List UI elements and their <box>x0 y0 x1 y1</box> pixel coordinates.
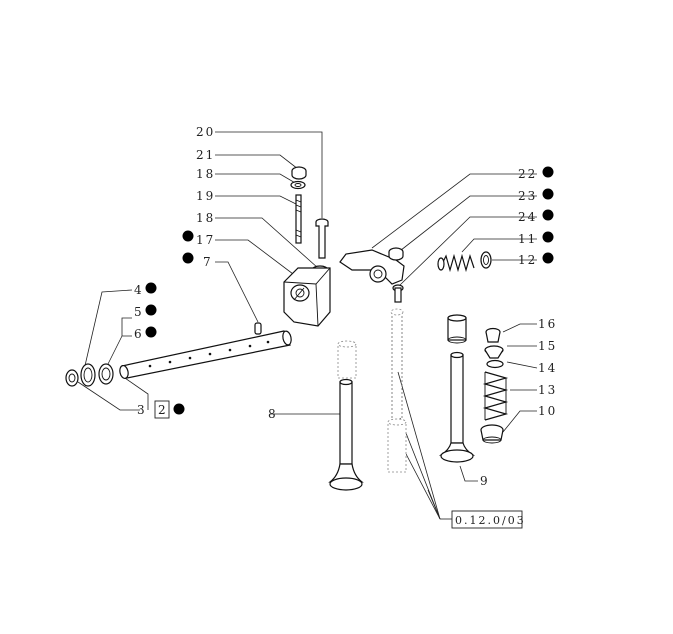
callout-6: 6 <box>134 327 144 341</box>
callout-11: 11 <box>518 232 537 246</box>
callout-21: 21 <box>196 148 215 162</box>
part-4-spring-washer <box>80 363 96 387</box>
bullet-23 <box>542 188 554 200</box>
callout-13: 13 <box>538 383 557 397</box>
part-11-spring <box>437 253 475 273</box>
part-23-nut <box>388 247 404 261</box>
part-9-valve <box>438 351 476 463</box>
callout-10: 10 <box>538 404 557 418</box>
part-7-pin <box>254 322 262 335</box>
bullet-6 <box>145 326 157 338</box>
part-10-spring-seat <box>480 424 504 444</box>
part-24-adjusting-screw <box>392 284 404 303</box>
callout-12: 12 <box>518 253 537 267</box>
part-17-support <box>283 267 331 327</box>
part-5-6-washers <box>98 363 114 385</box>
bullet-5 <box>145 304 157 316</box>
part-14-washer <box>486 359 504 369</box>
callout-5: 5 <box>134 305 144 319</box>
pushrod-ghost <box>387 308 407 473</box>
callout-23: 23 <box>518 189 537 203</box>
part-13-valve-spring <box>482 371 509 421</box>
part-15-retainer <box>484 345 504 359</box>
valve-guide-left <box>337 340 357 379</box>
bullet-24 <box>542 209 554 221</box>
callout-2: 2 <box>158 403 168 417</box>
part-12-ring <box>480 251 492 269</box>
callout-2-box: 2 <box>154 400 170 419</box>
valve-guide-right <box>447 314 467 344</box>
bullet-7 <box>182 252 194 264</box>
bullet-12 <box>542 252 554 264</box>
callout-16: 16 <box>538 317 557 331</box>
callout-9: 9 <box>480 474 490 488</box>
callout-19: 19 <box>196 189 215 203</box>
callout-8: 8 <box>268 407 278 421</box>
callout-22: 22 <box>518 167 537 181</box>
reference-code: 0.12.0/03 <box>455 514 526 527</box>
bullet-2 <box>173 403 185 415</box>
bullet-4 <box>145 282 157 294</box>
part-21-nut <box>291 166 307 180</box>
callout-24: 24 <box>518 210 537 224</box>
reference-box[interactable]: 0.12.0/03 <box>451 510 526 529</box>
part-22-rocker-arm <box>339 249 405 285</box>
callout-4: 4 <box>134 283 144 297</box>
part-16-collet <box>485 327 501 343</box>
callout-7: 7 <box>203 255 213 269</box>
bullet-17 <box>182 230 194 242</box>
callout-18-lower: 18 <box>196 211 215 225</box>
callout-17: 17 <box>196 233 215 247</box>
callout-20: 20 <box>196 125 215 139</box>
part-20-bolt <box>315 218 329 259</box>
bullet-markers <box>145 166 554 415</box>
part-18-washer-top <box>290 180 306 190</box>
callout-18-top: 18 <box>196 167 215 181</box>
callout-3: 3 <box>137 403 147 417</box>
bullet-22 <box>542 166 554 178</box>
rocker-shaft <box>119 330 292 380</box>
part-8-valve <box>328 378 364 491</box>
callout-14: 14 <box>538 361 557 375</box>
bullet-11 <box>542 231 554 243</box>
part-3-ring <box>65 369 79 387</box>
callout-labels: 20 21 18 19 18 17 7 4 5 6 3 8 22 23 24 1… <box>134 125 557 488</box>
leader-lines <box>77 131 538 520</box>
callout-15: 15 <box>538 339 557 353</box>
part-19-stud <box>295 194 302 244</box>
